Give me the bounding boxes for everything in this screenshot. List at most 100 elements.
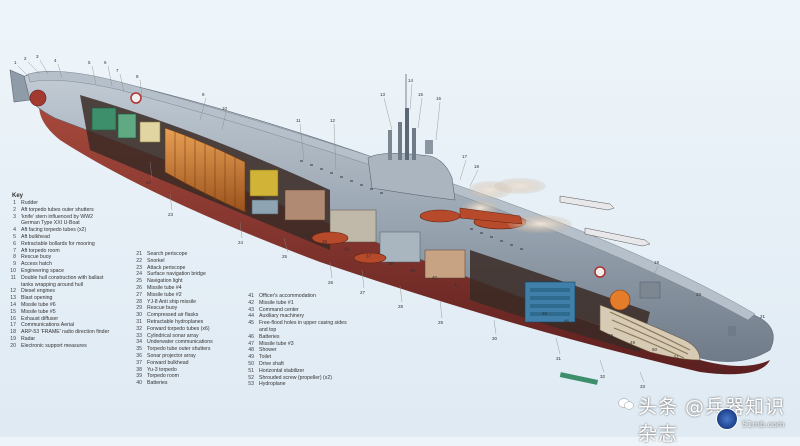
key-number: 45 (248, 320, 254, 327)
key-number: 11 (10, 274, 16, 281)
callout: 41 (454, 282, 460, 287)
key-number: 1 (13, 200, 16, 206)
key-number: 4 (13, 227, 16, 234)
key-number: 24 (136, 271, 142, 278)
key-text: Horizontal stabilizer (259, 367, 305, 374)
key-text: Missile tube #4 (147, 284, 182, 291)
key-text: Missile tube #1 (259, 299, 294, 306)
key-text: Aft torpedo room (21, 247, 60, 254)
key-row: 51 Horizontal stabilizer (242, 368, 347, 375)
callout: 5 (88, 60, 91, 65)
key-number: 36 (136, 352, 142, 359)
callout: 26 (328, 280, 334, 285)
key-text: Compressed air flasks (147, 312, 199, 319)
callout: 37 (366, 254, 372, 259)
rescue-buoy-fwd (594, 266, 606, 278)
key-text: tanks wrapping around hull (21, 281, 84, 288)
callout: 13 (380, 92, 386, 97)
key-number: 39 (136, 373, 142, 380)
key-text: Missile tube #2 (147, 291, 182, 298)
forward-torpedo-tubes (524, 281, 701, 361)
callout: 52 (696, 362, 702, 367)
rudder (9, 69, 31, 103)
key-number (4, 220, 16, 227)
key-number: 8 (13, 254, 16, 261)
callout: 46 (564, 318, 570, 323)
key-number: 27 (136, 291, 142, 298)
key-number: 28 (136, 298, 142, 305)
key-row: tanks wrapping around hull (4, 282, 109, 289)
callout: 22 (146, 180, 152, 185)
key-number: 32 (136, 325, 142, 332)
wechat-icon (618, 398, 634, 410)
key-number: 7 (13, 247, 16, 254)
callout: 36 (344, 246, 350, 251)
key-number: 26 (136, 284, 142, 291)
callout: 33 (640, 384, 646, 389)
key-number: 12 (10, 288, 16, 295)
key-text: Missile tube #3 (259, 340, 294, 347)
key-number: 9 (13, 261, 16, 268)
callout: 6 (104, 60, 107, 65)
key-row: 1 Rudder (4, 200, 109, 207)
key-text: Auxiliary machinery (259, 313, 304, 320)
callout: 20 (696, 292, 702, 297)
key-number: 6 (13, 240, 16, 247)
key-number: 49 (248, 354, 254, 361)
callout: 3 (36, 54, 39, 59)
key-text: Rudder (21, 200, 39, 206)
key-number: 41 (248, 293, 254, 299)
key-text: Navigation light (147, 278, 183, 285)
key-text: Drive shaft (259, 360, 284, 367)
callout: 34 (300, 232, 306, 237)
key-text: Toilet (259, 354, 272, 361)
key-text: Yu-3 torpedo (147, 366, 177, 373)
key-number: 51 (248, 367, 254, 374)
key-text: Shower (259, 347, 277, 354)
key-number: 53 (248, 381, 254, 388)
key-text: Communications Aerial (21, 322, 75, 329)
key-number: 42 (248, 299, 254, 306)
callout: 1 (14, 60, 17, 65)
key-number: 16 (10, 315, 16, 322)
key-number: 5 (13, 233, 16, 240)
callout: 44 (520, 304, 526, 309)
key-row: 42 Missile tube #1 (242, 300, 347, 307)
submarine-cutaway-diagram: 1 2 3 4 5 6 7 8 9 10 11 12 13 14 15 16 1… (9, 54, 774, 389)
key-title: Key (12, 193, 24, 199)
key-row: 9 Access hatch (4, 261, 109, 268)
callout: 35 (322, 239, 328, 244)
key-text: Aft facing torpedo tubes (x2) (21, 227, 87, 234)
key-text: Missile tube #6 (21, 301, 56, 308)
callout: 51 (674, 354, 680, 359)
callout: 16 (436, 96, 442, 101)
free-flood-holes (300, 160, 523, 250)
key-number: 34 (136, 339, 142, 346)
callout: 31 (556, 356, 562, 361)
key-text: Snorkel (147, 257, 165, 264)
key-text: Access hatch (21, 261, 52, 268)
callout: 48 (608, 333, 614, 338)
key-text: Shrouded screw (propeller) (x2) (259, 374, 332, 381)
callout: 17 (462, 154, 468, 159)
